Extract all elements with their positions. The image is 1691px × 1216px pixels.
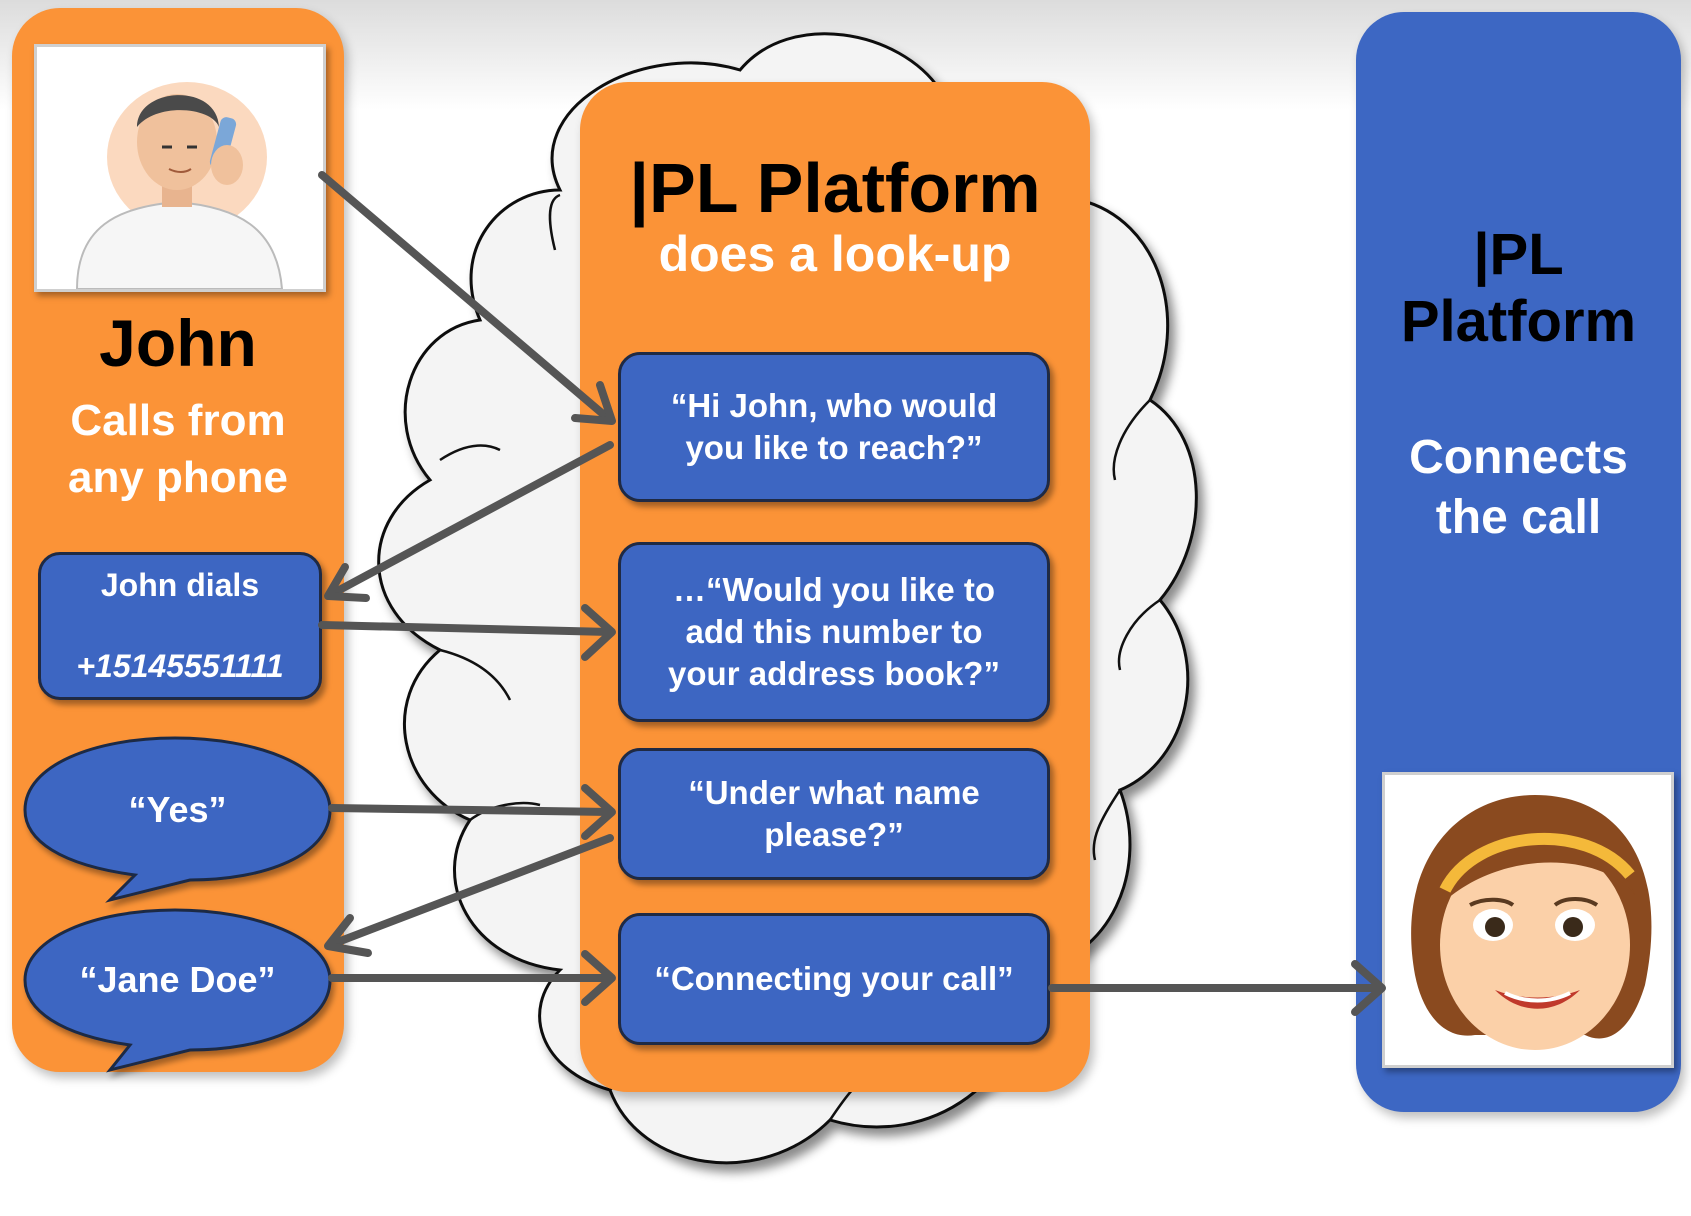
- dial-label: John dials: [100, 566, 260, 603]
- man-on-phone-icon: [37, 47, 323, 289]
- bubble-yes-text: “Yes”: [128, 789, 227, 830]
- woman-avatar-icon: [1385, 775, 1671, 1065]
- john-name: John: [99, 306, 257, 380]
- platform-subtitle: does a look-up: [658, 226, 1012, 282]
- john-subtitle: Calls from any phone: [67, 396, 289, 503]
- jane-bubble: [23, 908, 332, 1073]
- yes-bubble: [23, 736, 332, 903]
- platform-title: |PL Platform: [629, 149, 1041, 227]
- bubble-jane-text: “Jane Doe”: [79, 959, 276, 1000]
- jane-photo: [1382, 772, 1674, 1068]
- right-platform-subtitle: Connects the call: [1409, 431, 1628, 544]
- john-dial-box: John dials +15145551111: [38, 552, 322, 700]
- speech-bubbles: [23, 736, 332, 1073]
- dial-number: +15145551111: [76, 648, 284, 685]
- prompt-box-address-book: …“Would you like to add this number to y…: [618, 542, 1050, 722]
- john-photo: [34, 44, 326, 292]
- prompt-box-connecting: “Connecting your call”: [618, 913, 1050, 1045]
- prompt-box-greeting: “Hi John, who would you like to reach?”: [618, 352, 1050, 502]
- prompt-box-name: “Under what name please?”: [618, 748, 1050, 880]
- right-platform-title: |PL Platform: [1400, 222, 1637, 354]
